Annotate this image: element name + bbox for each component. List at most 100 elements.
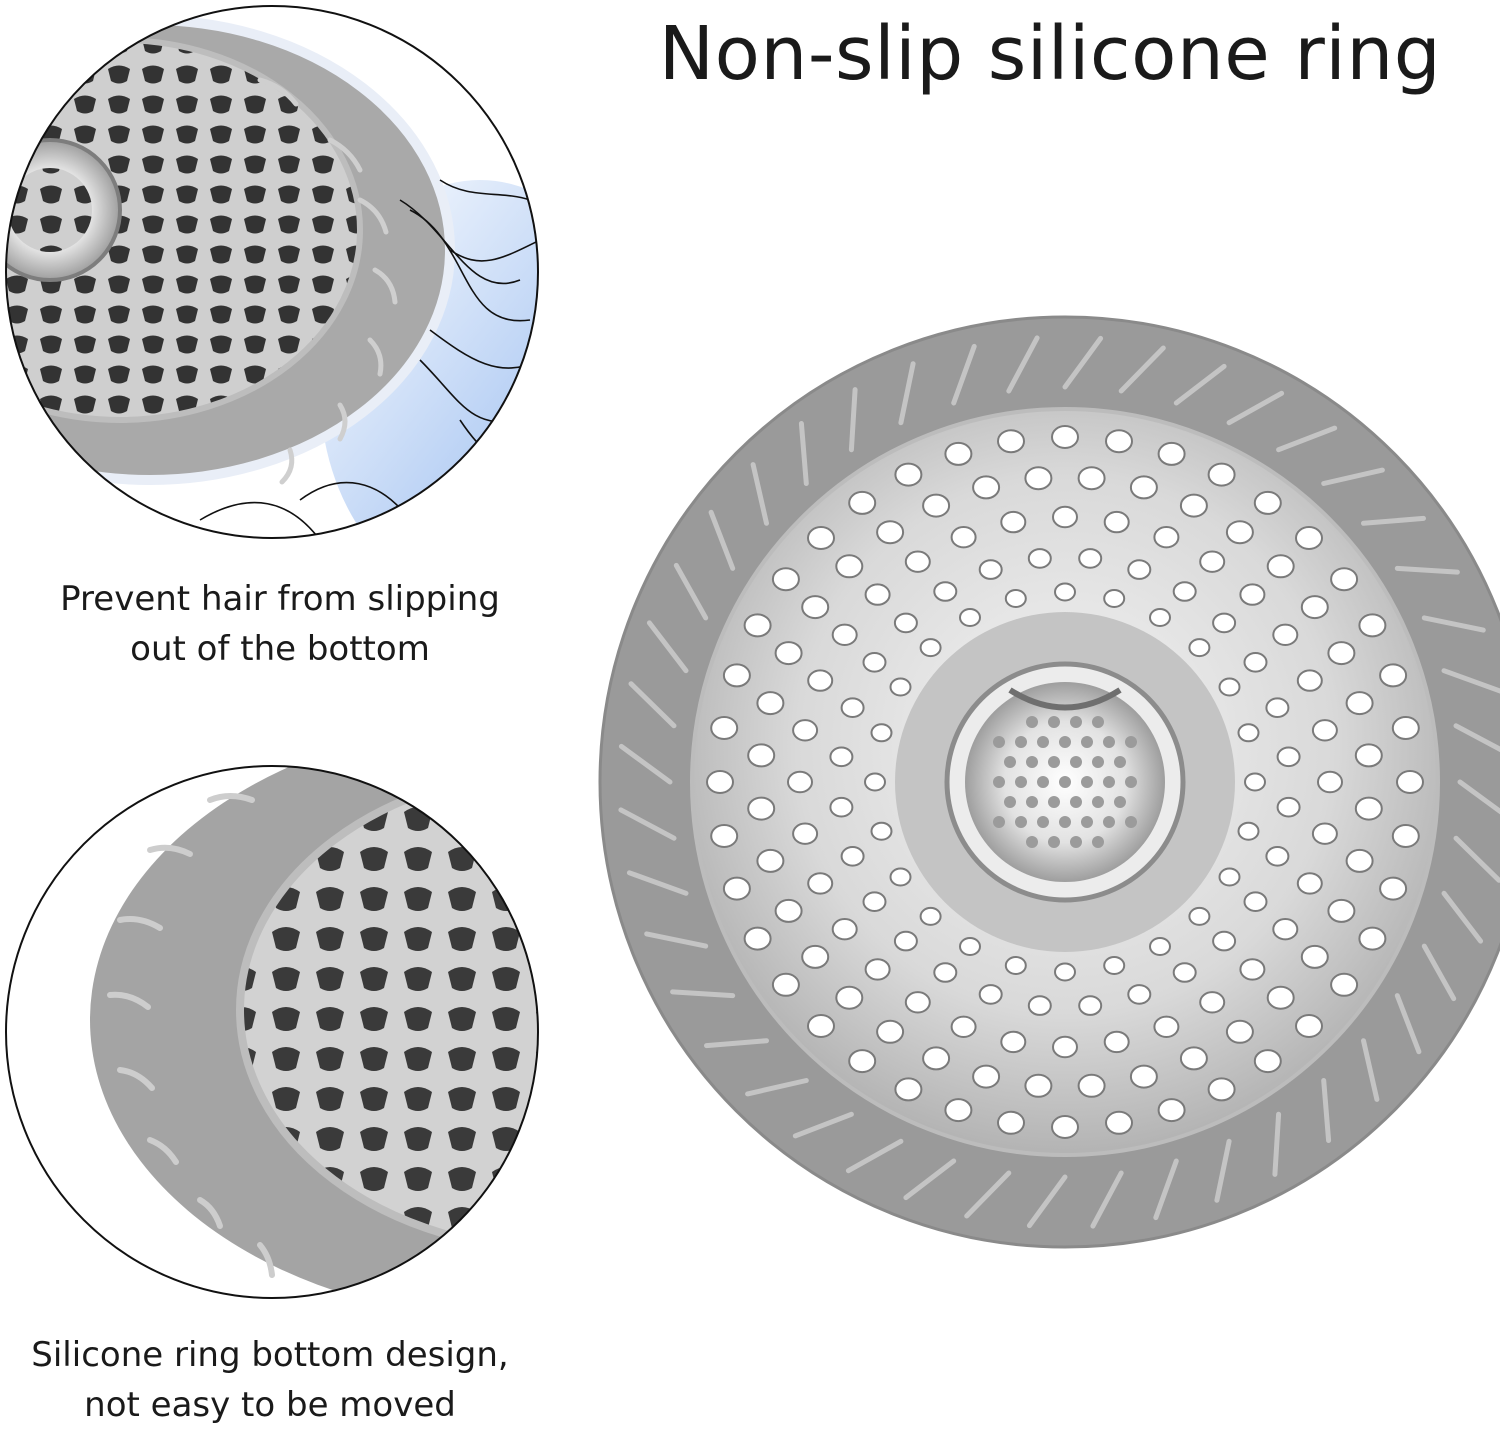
strainer-hole — [1129, 475, 1158, 500]
strainer-hole — [1052, 505, 1078, 529]
cup-hole — [1092, 796, 1104, 808]
ring-rib — [745, 1078, 809, 1097]
strainer-hole — [1149, 937, 1171, 956]
strainer-hole — [722, 876, 751, 901]
ring-rib — [670, 989, 736, 999]
strainer-hole — [870, 723, 893, 743]
cup-hole — [1092, 716, 1104, 728]
ring-rib — [1276, 425, 1338, 453]
strainer-hole — [1188, 906, 1211, 926]
strainer-hole — [1345, 848, 1374, 873]
drain-strainer-icon — [598, 315, 1500, 1249]
ring-rib — [845, 1138, 904, 1174]
ring-rib — [1361, 515, 1426, 526]
ring-rib — [628, 681, 677, 729]
ring-rib — [708, 509, 736, 571]
strainer-hole — [893, 930, 918, 952]
strainer-hole — [1295, 1014, 1323, 1038]
caption-line: Silicone ring bottom design, — [31, 1335, 509, 1375]
cup-hole — [1070, 756, 1082, 768]
strainer-hole — [1078, 548, 1103, 569]
strainer-hole — [876, 520, 905, 545]
strainer-hole — [1276, 746, 1301, 768]
strainer-hole — [1311, 719, 1338, 742]
ring-rib — [1090, 1170, 1124, 1229]
ring-rib — [618, 807, 677, 841]
strainer-hole — [1157, 441, 1186, 466]
strainer-hole — [710, 716, 739, 740]
ring-rib — [1453, 723, 1500, 753]
strainer-hole — [831, 918, 858, 941]
strainer-hole — [1265, 846, 1290, 867]
strainer-hole — [1265, 697, 1290, 719]
strainer-hole — [807, 526, 835, 550]
strainer-hole — [1199, 550, 1226, 573]
cup-hole — [1048, 796, 1060, 808]
cup-hole — [1015, 736, 1027, 748]
strainer-hole — [1000, 510, 1027, 534]
page-title: Non-slip silicone ring — [658, 11, 1442, 97]
cup-hole — [1125, 736, 1137, 748]
cup-hole — [1026, 796, 1038, 808]
strainer-hole — [1253, 1049, 1282, 1074]
ring-rib — [1006, 335, 1040, 394]
strainer-hole — [1239, 958, 1266, 981]
strainer-hole — [1078, 995, 1103, 1016]
ring-rib — [644, 931, 709, 949]
strainer-hole — [801, 944, 830, 969]
strainer-hole — [787, 770, 813, 794]
strainer-hole — [1153, 1015, 1180, 1039]
strainer-hole — [1027, 548, 1052, 569]
strainer-hole — [997, 1110, 1025, 1135]
strainer-hole — [771, 972, 800, 997]
strainer-hole — [1188, 638, 1211, 658]
cup-hole — [993, 816, 1005, 828]
strainer-hole — [1103, 1030, 1130, 1054]
strainer-hole — [1253, 490, 1282, 515]
strainer-hole — [840, 846, 865, 867]
ring-rib — [1421, 943, 1457, 1002]
strainer-hole — [1127, 559, 1152, 580]
strainer-hole — [889, 677, 912, 697]
strainer-hole — [774, 898, 803, 923]
cup-hole — [1092, 836, 1104, 848]
feature-caption-hair: Prevent hair from slipping out of the bo… — [20, 574, 540, 674]
strainer-hole — [1225, 1019, 1254, 1044]
strainer-hole — [944, 1098, 973, 1123]
cup-hole — [1103, 816, 1115, 828]
strainer-hole — [1218, 867, 1241, 887]
strainer-hole — [1272, 918, 1299, 941]
strainer-hole — [1103, 589, 1126, 608]
strainer-hole — [978, 559, 1003, 580]
strainer-hole — [919, 906, 942, 926]
strainer-hole — [864, 583, 891, 606]
strainer-hole — [889, 867, 912, 887]
cup-hole — [1092, 756, 1104, 768]
strainer-hole — [1004, 589, 1027, 608]
strainer-hole — [1218, 677, 1241, 697]
strainer-hole — [978, 984, 1003, 1005]
cup-hole — [1015, 816, 1027, 828]
ring-rib — [898, 361, 916, 426]
strainer-hole — [835, 554, 864, 579]
strainer-hole — [1172, 581, 1197, 602]
strainer-hole — [1358, 926, 1387, 951]
strainer-hole — [950, 526, 977, 549]
strainer-hole — [933, 962, 958, 983]
hair-catcher-closeup-icon — [5, 5, 539, 539]
strainer-hole — [1358, 613, 1387, 638]
cup-hole — [1026, 716, 1038, 728]
cup-hole — [993, 736, 1005, 748]
ring-rib — [1453, 835, 1500, 883]
strainer-hole — [959, 608, 981, 627]
cup-hole — [1070, 796, 1082, 808]
cup-hole — [1026, 836, 1038, 848]
strainer-hole — [1179, 1046, 1208, 1071]
strainer-hole — [792, 822, 819, 845]
strainer-hole — [807, 669, 834, 692]
strainer-hole — [1345, 691, 1374, 716]
strainer-hole — [1077, 466, 1106, 491]
strainer-hole — [904, 991, 931, 1014]
strainer-hole — [1296, 872, 1323, 895]
